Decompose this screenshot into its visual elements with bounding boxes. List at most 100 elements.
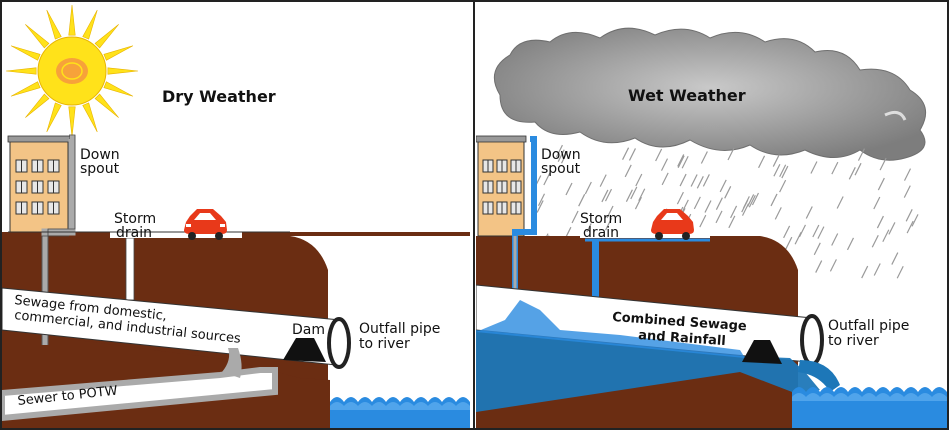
rain-streak xyxy=(679,173,687,187)
sun-ray xyxy=(25,93,50,118)
rain-streak xyxy=(543,172,551,186)
rain-streak xyxy=(601,189,609,203)
rain-streak xyxy=(704,200,712,213)
rain-streak xyxy=(861,265,869,279)
rain-streak xyxy=(774,207,782,220)
rain-streak xyxy=(555,144,563,158)
rain-streak xyxy=(871,234,879,248)
car-icon-wet xyxy=(651,209,694,240)
sun-ray xyxy=(25,24,50,49)
rain-streak xyxy=(724,186,732,199)
rain-streak xyxy=(896,265,904,279)
street-surface xyxy=(110,232,242,238)
rain-streak xyxy=(622,147,630,160)
rain-streak xyxy=(891,252,899,265)
downspout-label-line2: spout xyxy=(80,161,120,177)
rain-streak xyxy=(727,147,735,161)
rain-streak xyxy=(873,263,881,276)
combined-sewage-label-line2: and Rainfall xyxy=(638,328,727,349)
street-surface-wet xyxy=(580,232,710,238)
rain-streak xyxy=(903,168,912,181)
dry-weather-title: Dry Weather xyxy=(162,87,276,106)
sun-ray xyxy=(94,93,119,118)
river-water xyxy=(330,397,470,428)
rain-streak xyxy=(779,164,787,178)
downspout-label-line1: Down xyxy=(80,147,120,163)
rain-streak xyxy=(730,205,738,219)
rain-streak xyxy=(630,186,638,200)
rain-streak xyxy=(702,174,710,187)
rain-streak xyxy=(812,224,820,238)
combined-flow xyxy=(476,330,820,412)
rain-streak xyxy=(681,199,689,213)
sun-ray xyxy=(103,81,134,97)
rain-streak xyxy=(751,192,760,206)
rain-streak xyxy=(696,176,704,189)
rain-streak xyxy=(677,155,685,169)
wet-weather-panel: Wet Weather xyxy=(476,27,947,428)
rain-streak xyxy=(606,205,614,219)
downspout-label-line1-wet: Down xyxy=(541,147,581,163)
rain-streak xyxy=(690,174,698,187)
rain-streak xyxy=(748,194,756,208)
rain-streak xyxy=(571,210,579,224)
rain-streak xyxy=(798,224,806,238)
rain-streak xyxy=(783,225,791,239)
dam xyxy=(283,338,326,362)
rain-streak xyxy=(772,154,780,167)
storm-drain-label-line1: Storm xyxy=(114,211,156,227)
rain-streak xyxy=(781,165,789,179)
dam-label: Dam xyxy=(292,322,325,338)
storm-drain-pipe xyxy=(125,237,135,301)
rain-streak xyxy=(817,226,825,239)
rain-streak xyxy=(873,196,881,210)
rain-streak xyxy=(599,174,607,187)
outfall-label-line2-wet: to river xyxy=(828,333,879,349)
rain-streak xyxy=(625,189,633,202)
rain-streak xyxy=(876,215,884,229)
downspout-label-line2-wet: spout xyxy=(541,161,581,177)
storm-drain-pipe-wet xyxy=(592,240,599,300)
rain-streak xyxy=(605,217,613,231)
rain-streak xyxy=(857,148,866,161)
rain-streak xyxy=(905,209,913,222)
sun-ray xyxy=(46,102,62,133)
sun-ray xyxy=(82,102,98,133)
outfall-pipe-end xyxy=(327,317,351,369)
sun-ray xyxy=(107,67,139,75)
rain-streak xyxy=(536,200,544,213)
rain-streak xyxy=(728,215,736,229)
storm-drain-label-line2: drain xyxy=(116,225,152,241)
rain-streak xyxy=(634,196,642,210)
sun-ray xyxy=(68,4,76,36)
sun-icon xyxy=(5,4,139,138)
rain-streak xyxy=(831,161,839,175)
rain-streak xyxy=(813,242,821,256)
rain-streak xyxy=(805,206,813,219)
rain-streak xyxy=(794,231,802,245)
river-water-wet xyxy=(792,387,947,428)
outfall-label-line2: to river xyxy=(359,336,410,352)
storm-drain-label-line1-wet: Storm xyxy=(580,211,622,227)
rain-streak xyxy=(537,193,546,207)
rain-streak xyxy=(810,161,818,174)
rain-streak xyxy=(836,196,844,209)
building xyxy=(7,135,71,233)
rain-streak xyxy=(604,188,613,202)
rain-streak xyxy=(747,194,755,207)
rain-streak xyxy=(660,158,669,171)
rain-streak xyxy=(638,188,646,202)
rain-streak xyxy=(831,233,839,246)
rain-streak xyxy=(741,199,749,213)
rain-streak xyxy=(877,177,885,191)
sun-ray xyxy=(68,106,76,138)
rain-streak xyxy=(846,237,855,251)
rain-streak xyxy=(770,193,778,207)
building-wet xyxy=(476,135,527,237)
rain-streak xyxy=(815,260,823,273)
rain-streak xyxy=(628,148,636,161)
storm-cloud-icon xyxy=(493,27,927,161)
rain-streak xyxy=(758,155,766,169)
rain-streak xyxy=(715,197,723,210)
